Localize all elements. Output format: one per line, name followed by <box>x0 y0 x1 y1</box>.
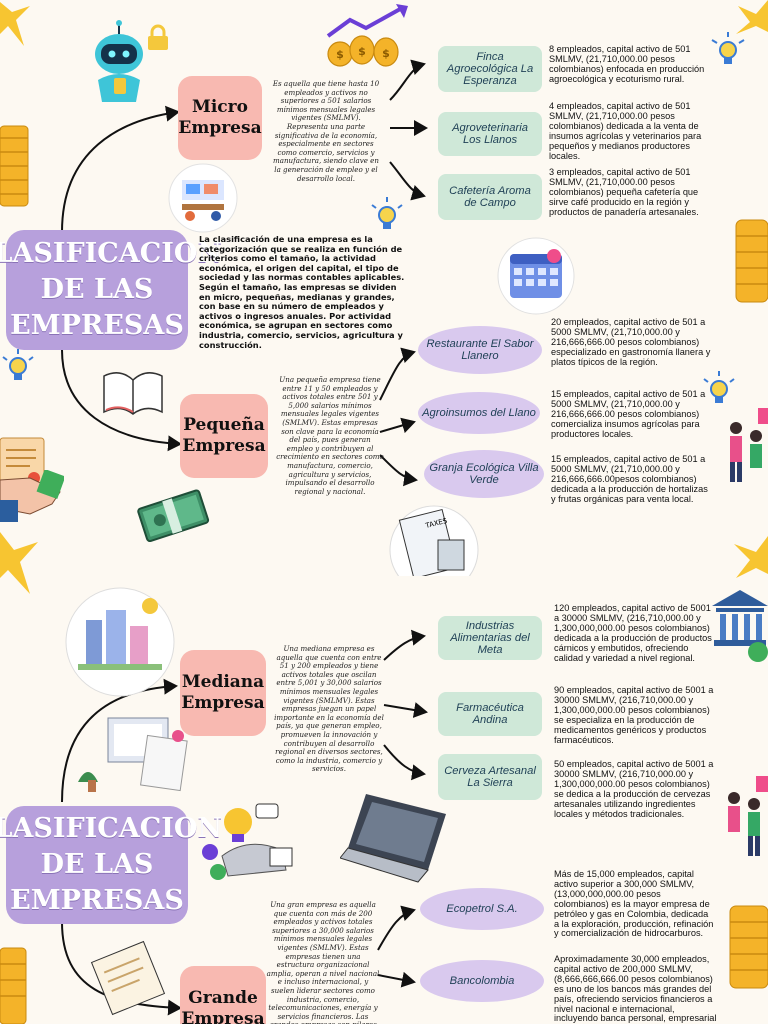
meeting-icon <box>168 163 238 233</box>
company-restaurante-sabor-llanero: Restaurante El Sabor Llanero <box>418 326 542 374</box>
coins-stack-icon: $ $ $ <box>327 35 399 67</box>
company-agroinsumos: Agroinsumos del Llano <box>418 392 540 434</box>
company-agroveterinaria-info: 4 empleados, capital activo de 501 SMLMV… <box>549 101 702 161</box>
company-granja-ecologica: Granja Ecológica Villa Verde <box>424 450 544 498</box>
lightbulb-icon <box>703 371 735 403</box>
city-sticker-icon <box>65 587 175 697</box>
category-grande: Grande Empresa <box>180 966 266 1024</box>
star-burst-icon <box>0 532 38 594</box>
company-ecopetrol-info: Más de 15,000 empleados, capital activo … <box>554 869 714 939</box>
lightbulb-icon <box>711 32 745 64</box>
coins-stack-icon <box>735 219 768 303</box>
lightbulb-icon <box>2 349 34 380</box>
category-mediana: Mediana Empresa <box>180 650 266 736</box>
people-celebrating-icon <box>728 776 768 856</box>
company-cerveza-artesanal-info: 50 empleados, capital activo de 5001 a 3… <box>554 759 714 819</box>
coins-stack-icon <box>0 947 27 1024</box>
intro-paragraph: La clasificación de una empresa es la ca… <box>199 234 405 350</box>
main-title-top: CLASIFICACION DE LAS EMPRESAS <box>0 230 222 350</box>
company-farmaceutica-andina: Farmacéutica Andina <box>438 692 542 736</box>
tax-document-icon: TAXES <box>389 505 479 576</box>
main-title-bottom: CLASIFICACION DE LAS EMPRESAS <box>0 806 222 924</box>
coins-stack-icon <box>0 125 29 207</box>
scroll-icon <box>90 940 166 1016</box>
company-finca-agroecologica-info: 8 empleados, capital activo de 501 SMLMV… <box>549 44 705 84</box>
rising-arrow-icon <box>326 4 408 38</box>
category-pequena: Pequeña Empresa <box>180 394 268 478</box>
lightbulb-icon <box>371 197 403 229</box>
company-industrias-alimentarias-info: 120 empleados, capital activo de 5001 a … <box>554 603 712 663</box>
robot-hand-icon <box>202 803 293 880</box>
micro-description: Es aquella que tiene hasta 10 empleados … <box>272 79 380 183</box>
company-industrias-alimentarias: Industrias Alimentarias del Meta <box>438 616 542 660</box>
category-micro: Micro Empresa <box>178 76 262 160</box>
lock-icon <box>148 24 168 50</box>
star-burst-icon <box>0 2 30 46</box>
company-agroinsumos-info: 15 empleados, capital activo de 501 a 50… <box>551 389 706 439</box>
people-celebrating-icon <box>730 408 768 482</box>
company-agroveterinaria: Agroveterinaria Los Llanos <box>438 112 542 156</box>
company-cafeteria-info: 3 empleados, capital activo de 501 SMLMV… <box>549 167 699 217</box>
company-granja-ecologica-info: 15 empleados, capital activo de 501 a 50… <box>551 454 708 504</box>
company-bancolombia-info: Aproximadamente 30,000 empleados, capita… <box>554 955 717 1024</box>
company-finca-agroecologica: Finca Agroecológica La Esperanza <box>438 46 542 92</box>
svg-text:$: $ <box>336 48 344 61</box>
certificate-icon <box>0 437 45 489</box>
company-farmaceutica-andina-info: 90 empleados, capital activo de 5001 a 3… <box>554 685 714 745</box>
star-burst-icon <box>734 536 768 578</box>
svg-text:$: $ <box>382 47 390 60</box>
coins-stack-icon <box>729 905 768 989</box>
bank-icon <box>712 590 768 662</box>
company-cerveza-artesanal: Cerveza Artesanal La Sierra <box>438 754 542 800</box>
company-cafeteria: Cafetería Aroma de Campo <box>438 174 542 220</box>
company-restaurante-sabor-llanero-info: 20 empleados, capital activo de 501 a 50… <box>551 317 711 367</box>
robot-icon <box>95 20 143 102</box>
company-ecopetrol: Ecopetrol S.A. <box>420 888 544 930</box>
pequena-description: Una pequeña empresa tiene entre 11 y 50 … <box>276 375 384 496</box>
open-book-icon <box>103 372 163 415</box>
laptop-icon <box>340 794 446 883</box>
star-burst-icon <box>736 0 768 34</box>
handshake-icon <box>0 470 64 522</box>
money-stack-icon <box>137 489 210 543</box>
calendar-icon <box>497 237 575 315</box>
mediana-description: Una mediana empresa es aquella que cuent… <box>274 644 384 774</box>
office-documents-icon <box>78 717 188 792</box>
company-bancolombia: Bancolombia <box>420 960 544 1002</box>
grande-description: Una gran empresa es aquella que cuenta c… <box>266 901 380 1024</box>
svg-text:$: $ <box>358 45 366 58</box>
